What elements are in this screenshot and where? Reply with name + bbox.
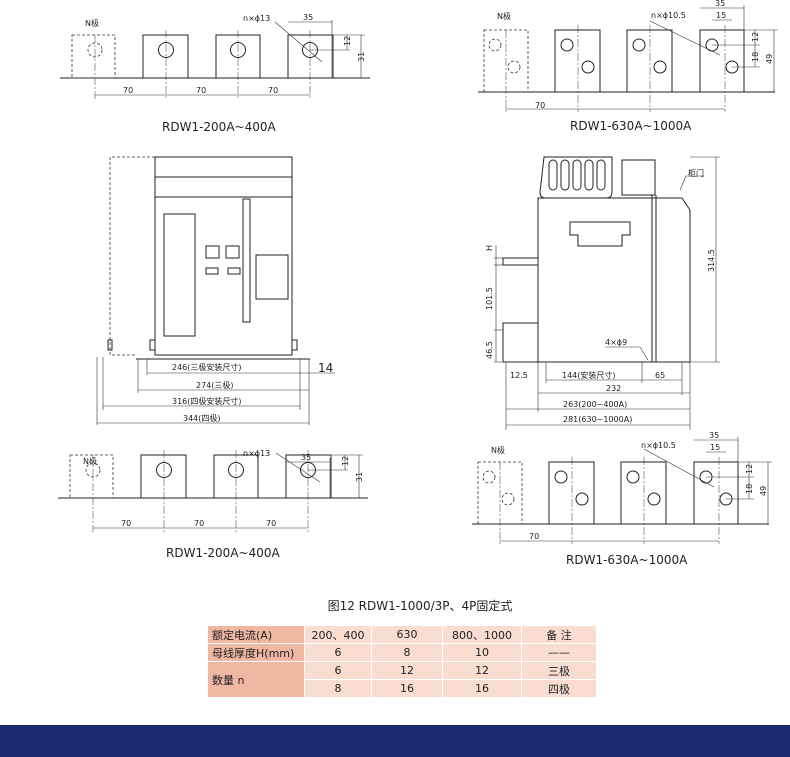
table-cell: 16	[442, 679, 522, 698]
table-cell: 16	[371, 679, 443, 698]
table-cell: 12	[371, 661, 443, 680]
dim-14: 14	[318, 361, 333, 375]
table-cell: 630	[371, 625, 443, 644]
hole-spec-label: n×ϕ10.5	[641, 441, 676, 450]
n-pole-label: N极	[491, 445, 505, 455]
dim-263: 263(200~400A)	[563, 400, 627, 409]
table-cell: 8	[304, 679, 372, 698]
dim-316: 316(四极安装尺寸)	[172, 396, 242, 406]
table-row: 母线厚度H(mm) 6 8 10 ——	[207, 643, 597, 662]
dim-15: 15	[710, 443, 720, 452]
table-cell: 数量 n	[207, 661, 305, 698]
table-cell: 10	[442, 643, 522, 662]
drawing-caption: RDW1-630A~1000A	[570, 119, 692, 133]
n-pole-label: N极	[83, 456, 97, 466]
table-row: 8 16 16 四极	[208, 679, 597, 698]
dim-35: 35	[303, 13, 313, 22]
hole-spec-label: n×ϕ13	[243, 449, 270, 458]
pitch-70: 70	[123, 86, 133, 95]
dim-49: 49	[765, 54, 774, 64]
dim-12-5: 12.5	[510, 371, 528, 380]
drawing-caption: RDW1-630A~1000A	[566, 553, 688, 567]
table-cell: 8	[371, 643, 443, 662]
dim-31: 31	[357, 52, 366, 62]
dim-h: H	[485, 245, 494, 251]
front-view-drawing: 246(三极安装尺寸) 274(三极) 316(四极安装尺寸) 344(四极) …	[96, 156, 335, 425]
table-cell: 6	[304, 661, 372, 680]
dim-12: 12	[341, 456, 350, 466]
pitch-70: 70	[196, 86, 206, 95]
table-cell: 额定电流(A)	[207, 625, 305, 644]
dim-344: 344(四极)	[183, 413, 221, 423]
table-cell: ——	[521, 643, 597, 662]
table-cell: 12	[442, 661, 522, 680]
figure-title: 图12 RDW1-1000/3P、4P固定式	[327, 599, 513, 613]
table-cell: 800、1000	[442, 625, 522, 644]
cabinet-door-label: 柜门	[688, 168, 704, 178]
dim-274: 274(三极)	[196, 380, 234, 390]
side-view-drawing: 柜门 H 314.5 101.5 46.5 4×ϕ9 12.5 144(安装尺寸…	[485, 156, 720, 430]
dim-101-5: 101.5	[485, 287, 494, 310]
table-cell: 200、400	[304, 625, 372, 644]
table-cell: 备 注	[521, 625, 597, 644]
pitch-70: 70	[535, 101, 545, 110]
dim-314-5: 314.5	[707, 249, 716, 272]
dim-46-5: 46.5	[485, 341, 494, 359]
dim-12: 12	[745, 464, 754, 474]
dim-144: 144(安装尺寸)	[562, 370, 616, 380]
dim-12: 12	[343, 36, 352, 46]
dim-246: 246(三极安装尺寸)	[172, 362, 242, 372]
dim-15: 15	[716, 11, 726, 20]
table-cell: 母线厚度H(mm)	[207, 643, 305, 662]
dim-281: 281(630~1000A)	[563, 415, 632, 424]
n-pole-label: N极	[85, 18, 99, 28]
table-row: 额定电流(A) 200、400 630 800、1000 备 注	[207, 625, 597, 644]
dim-18: 18	[751, 52, 760, 62]
pitch-70: 70	[266, 519, 276, 528]
dim-65: 65	[655, 371, 665, 380]
pitch-70: 70	[194, 519, 204, 528]
busbar-drawing-200-400a-bottom: N极 n×ϕ13 35 12 31 70 70 70 RDW1-200A~400…	[58, 449, 368, 560]
dim-35: 35	[709, 431, 719, 440]
pitch-70: 70	[268, 86, 278, 95]
table-cell: 6	[304, 643, 372, 662]
busbar-drawing-630-1000a-bottom: N极 n×ϕ10.5 35 15 12 18 49 70 RDW1-630A~1…	[472, 431, 772, 567]
dim-232: 232	[606, 384, 621, 393]
footer-band	[0, 725, 790, 757]
dim-49: 49	[759, 486, 768, 496]
dim-35: 35	[301, 453, 311, 462]
pitch-70: 70	[529, 532, 539, 541]
drawing-caption: RDW1-200A~400A	[166, 546, 280, 560]
table-cell: 四极	[521, 679, 597, 698]
busbar-drawing-200-400a-top: N极 n×ϕ13 35 12 31 70 70 70 RDW1-200A~400…	[60, 13, 370, 134]
mounting-holes-label: 4×ϕ9	[605, 338, 627, 347]
table-cell: 三极	[521, 661, 597, 680]
pitch-70: 70	[121, 519, 131, 528]
n-pole-label: N极	[497, 11, 511, 21]
dim-18: 18	[745, 484, 754, 494]
dim-12: 12	[751, 32, 760, 42]
busbar-spec-table: 额定电流(A) 200、400 630 800、1000 备 注 母线厚度H(m…	[207, 625, 597, 698]
table-row: 数量 n 6 12 12 三极	[207, 661, 597, 698]
busbar-drawing-630-1000a-top: N极 n×ϕ10.5 35 15 12 18 49 70 RDW1-630A~1…	[478, 0, 778, 133]
drawing-caption: RDW1-200A~400A	[162, 120, 276, 134]
dim-35: 35	[715, 0, 725, 8]
hole-spec-label: n×ϕ10.5	[651, 11, 686, 20]
dim-31: 31	[355, 472, 364, 482]
hole-spec-label: n×ϕ13	[243, 14, 270, 23]
